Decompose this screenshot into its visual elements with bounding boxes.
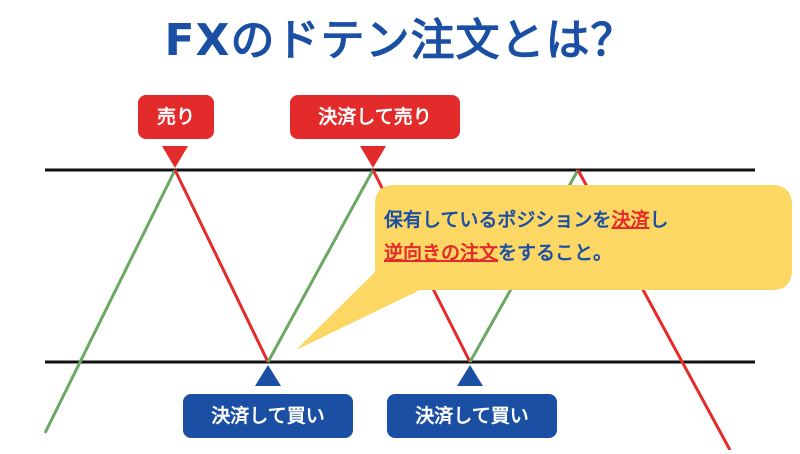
up-segment-2 (266, 169, 375, 363)
callout-highlight-settle: 決済 (611, 209, 650, 231)
speech-bubble (296, 185, 792, 350)
sell-marker (162, 146, 188, 168)
close-buy-label-1: 決済して買い (183, 394, 353, 438)
callout-line1-tail: し (649, 209, 669, 231)
callout-line2-text: をすること。 (498, 242, 613, 264)
callout-highlight-reverse: 逆向きの注文 (384, 242, 499, 264)
close-buy-marker-1 (255, 365, 281, 386)
callout-line-1: 保有しているポジションを決済し (384, 204, 784, 237)
close-buy-label-2: 決済して買い (387, 394, 557, 438)
sell-label: 売り (138, 95, 214, 139)
callout-line1-text: 保有しているポジションを (384, 209, 612, 231)
down-segment-1 (173, 169, 270, 363)
up-segment-1 (43, 169, 177, 434)
callout-text: 保有しているポジションを決済し 逆向きの注文をすること。 (384, 204, 784, 270)
callout-line-2: 逆向きの注文をすること。 (384, 237, 784, 270)
close-sell-marker (360, 146, 386, 168)
close-buy-marker-2 (457, 365, 483, 386)
page-title: FXのドテン注文とは？ (164, 15, 636, 66)
close-sell-label: 決済して売り (290, 95, 460, 139)
